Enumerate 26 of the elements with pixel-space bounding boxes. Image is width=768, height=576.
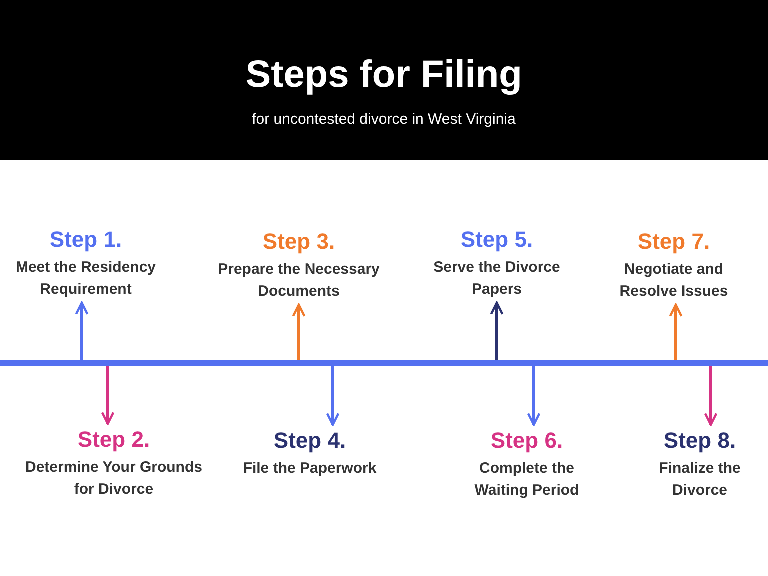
arrow — [292, 304, 306, 360]
step-description: Serve the Divorce Papers — [432, 258, 562, 300]
title: Steps for Filing — [244, 53, 524, 98]
step-heading: Step 2. — [76, 426, 152, 454]
step-heading: Step 1. — [48, 226, 124, 254]
arrow — [527, 366, 541, 426]
step-heading: Step 5. — [460, 226, 534, 254]
step-description: Finalize the Divorce — [658, 459, 742, 501]
arrow — [669, 304, 683, 360]
step-heading: Step 4. — [272, 427, 348, 455]
arrow — [490, 302, 504, 360]
subtitle: for uncontested divorce in West Virginia — [251, 111, 517, 128]
arrow — [326, 366, 340, 426]
step-heading: Step 7. — [636, 228, 712, 256]
arrow — [75, 302, 89, 360]
step-heading: Step 8. — [662, 427, 738, 455]
step-heading: Step 3. — [262, 228, 336, 256]
step-description: Prepare the Necessary Documents — [217, 260, 381, 302]
step-description: Negotiate and Resolve Issues — [618, 260, 730, 302]
arrow — [704, 366, 718, 426]
step-description: Complete the Waiting Period — [474, 459, 580, 501]
step-description: Meet the Residency Requirement — [14, 258, 158, 300]
arrow — [101, 366, 115, 426]
step-description: File the Paperwork — [242, 459, 378, 479]
step-heading: Step 6. — [490, 427, 564, 455]
step-description: Determine Your Grounds for Divorce — [24, 458, 204, 500]
